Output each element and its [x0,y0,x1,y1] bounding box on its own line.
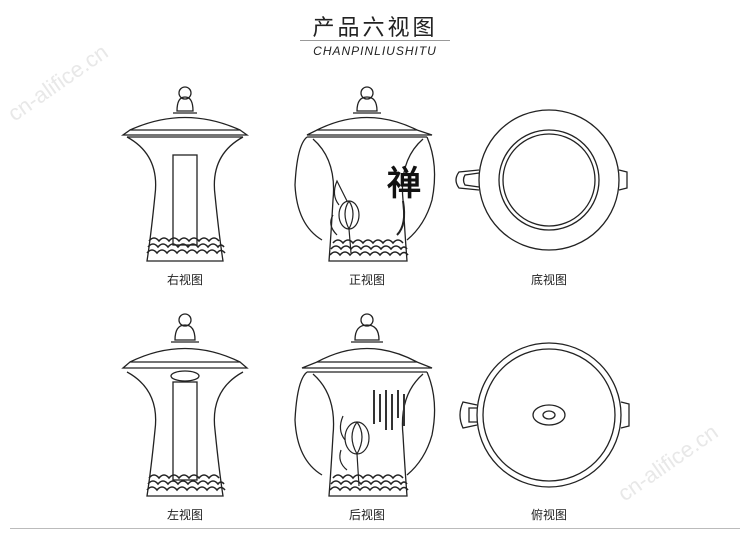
title-divider [300,40,450,41]
view-label: 后视图 [348,508,385,522]
view-front: 禅 正视图 [267,75,467,287]
view-left: 左视图 [85,310,285,522]
view-bottom: 底视图 [449,75,649,287]
view-label: 底视图 [530,273,567,287]
view-back: 后视图 [267,310,467,522]
calligraphy-character: 禅 [387,164,421,204]
teapot-front-drawing: 禅 [294,86,436,262]
calligraphy-block [373,390,405,430]
footer-divider [10,528,740,529]
teapot-side-drawing [120,86,250,262]
view-top: 俯视图 [449,310,649,522]
page-subtitle: CHANPINLIUSHITU [313,44,437,58]
teapot-top-drawing [459,342,630,488]
view-label: 俯视图 [530,508,567,522]
teapot-back-drawing [294,313,436,497]
view-label: 左视图 [166,508,203,522]
view-right: 右视图 [85,75,285,287]
teapot-bottom-drawing [455,109,628,251]
view-label: 右视图 [166,273,203,287]
view-label: 正视图 [348,273,385,287]
page-title: 产品六视图 [312,16,438,41]
teapot-side-drawing [121,313,249,497]
